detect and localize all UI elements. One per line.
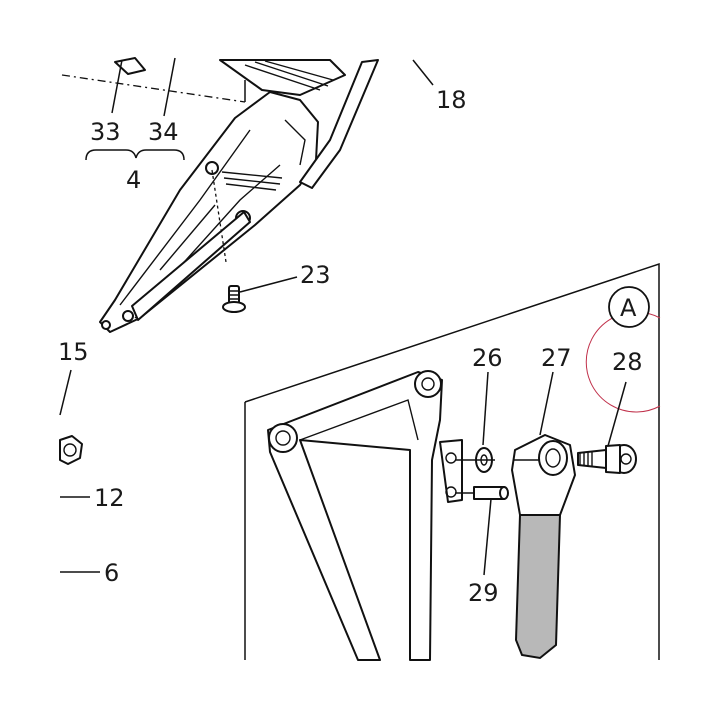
label-18: 18 — [436, 86, 467, 114]
label-33: 33 — [90, 118, 121, 146]
label-27: 27 — [541, 344, 572, 372]
detail-a-marker — [608, 286, 650, 328]
screw-23 — [222, 285, 246, 313]
label-15: 15 — [58, 338, 89, 366]
pin-29 — [455, 486, 509, 500]
label-23: 23 — [300, 261, 331, 289]
rearset-bracket-assembly — [99, 57, 379, 333]
lever-27 — [511, 434, 576, 660]
frame-casting — [267, 370, 463, 661]
label-34: 34 — [148, 118, 179, 146]
washer-26 — [455, 447, 495, 473]
label-4: 4 — [126, 166, 141, 194]
detail-a-frame — [244, 262, 660, 660]
label-28: 28 — [612, 348, 643, 376]
label-26: 26 — [472, 344, 503, 372]
leader-lines — [59, 57, 627, 576]
label-29: 29 — [468, 579, 499, 607]
label-6: 6 — [104, 559, 119, 587]
nut-15 — [59, 435, 83, 465]
center-line — [61, 74, 246, 103]
label-detail-a: A — [620, 294, 637, 322]
label-12: 12 — [94, 484, 125, 512]
bolt-28 — [577, 444, 637, 474]
